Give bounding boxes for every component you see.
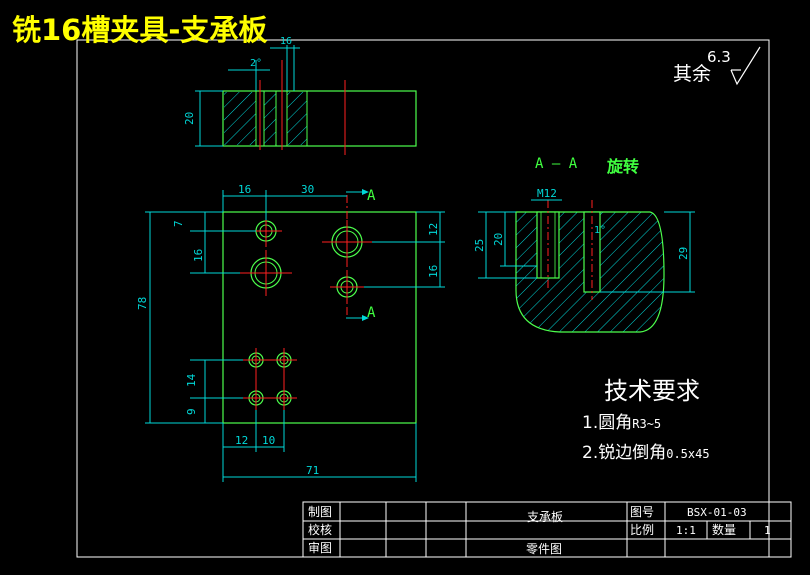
dim-78: 78 xyxy=(136,297,149,310)
dim-top-slot: 16 xyxy=(280,36,292,47)
top-view-hatch-left xyxy=(224,92,256,145)
section-mark-bottom: A xyxy=(367,305,376,321)
section-mark-top: A xyxy=(367,188,376,204)
section-title: A — A xyxy=(535,156,578,172)
dim-71: 71 xyxy=(306,464,319,477)
dim-14: 14 xyxy=(185,373,198,387)
top-view-outline xyxy=(222,90,417,147)
dim-10: 10 xyxy=(262,434,275,447)
dim-12-right: 12 xyxy=(427,223,440,236)
dim-7: 7 xyxy=(172,220,185,227)
dim-m12: M12 xyxy=(537,187,557,200)
tb-part-name: 支承板 xyxy=(527,510,563,524)
dim-16-right: 16 xyxy=(427,265,440,278)
dim-top-height: 20 xyxy=(183,112,196,125)
tb-scale: 1:1 xyxy=(676,524,696,537)
requirements-heading: 技术要求 xyxy=(604,377,700,405)
dim-16-left: 16 xyxy=(192,249,205,262)
dim-12-bottom: 12 xyxy=(235,434,248,447)
drawing-title: 铣16槽夹具-支承板 xyxy=(12,13,268,47)
dim-25: 25 xyxy=(473,239,486,252)
roughness-value: 6.3 xyxy=(707,48,731,66)
tb-scale-label: 比例 xyxy=(630,523,654,537)
surface-roughness-note: 其余 6.3 xyxy=(673,46,761,86)
requirement-item-1: 1.圆角R3~5 xyxy=(582,413,661,433)
tb-drawing-no-label: 图号 xyxy=(630,505,654,519)
dim-16-top: 16 xyxy=(238,183,251,196)
top-view-hatch-mid xyxy=(264,92,276,145)
title-block: 制图 校核 审图 支承板 零件图 图号 BSX-01-03 比例 1:1 数量 … xyxy=(302,501,792,558)
hole-large-right xyxy=(322,220,372,264)
tb-drawing-type: 零件图 xyxy=(526,542,562,556)
top-view: 20 2° 16 xyxy=(183,36,417,155)
tb-label-review: 审图 xyxy=(308,540,332,555)
technical-requirements: 技术要求 1.圆角R3~5 2.锐边倒角0.5x45 xyxy=(582,377,710,463)
section-view: A — A 旋转 M12 25 20 29 1° xyxy=(473,156,695,333)
dim-9: 9 xyxy=(185,408,198,415)
hole-large-left xyxy=(240,250,292,296)
requirement-item-2: 2.锐边倒角0.5x45 xyxy=(582,443,710,463)
hole-pattern-four xyxy=(243,348,297,410)
dim-29: 29 xyxy=(677,247,690,260)
tb-drawing-no: BSX-01-03 xyxy=(687,506,747,519)
roughness-symbol-icon xyxy=(730,46,761,86)
front-view: A A 16 30 78 7 16 xyxy=(136,183,445,482)
roughness-prefix: 其余 xyxy=(673,63,711,85)
section-rotation-note: 旋转 xyxy=(606,157,639,176)
top-view-hatch-right xyxy=(287,92,307,145)
drawing-border xyxy=(76,39,770,558)
dim-angle-1: 1° xyxy=(594,225,606,236)
tb-qty: 1 xyxy=(764,524,771,537)
tb-label-check: 校核 xyxy=(308,522,332,537)
dim-30-top: 30 xyxy=(301,183,314,196)
dim-20: 20 xyxy=(492,233,505,246)
tb-label-draw: 制图 xyxy=(308,505,332,519)
tb-qty-label: 数量 xyxy=(712,522,736,537)
front-view-outline xyxy=(222,211,417,424)
dim-top-angle: 2° xyxy=(250,58,262,69)
